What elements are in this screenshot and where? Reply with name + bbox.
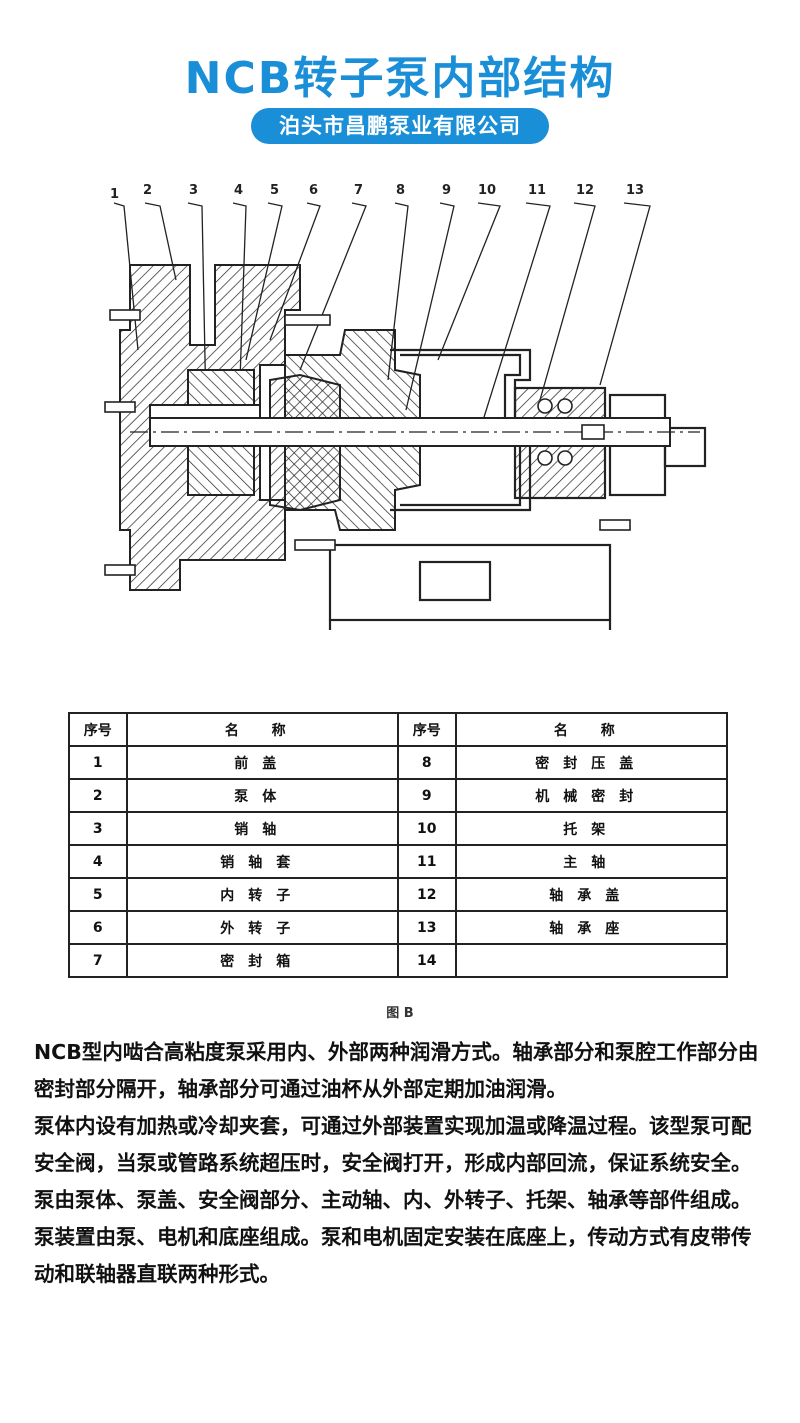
callout-8: 8: [396, 183, 405, 198]
page-title: NCB转子泵内部结构: [184, 53, 616, 104]
header-cell: 序号: [68, 712, 128, 747]
table-cell: 销轴: [125, 811, 399, 846]
table-cell: 10: [396, 811, 457, 846]
callout-5: 5: [270, 183, 279, 198]
table-row: 6 外转子 13 轴承座: [68, 910, 729, 945]
table-cell: 11: [396, 844, 457, 879]
table-cell: 4: [68, 844, 128, 879]
table-cell: 机械密封: [454, 778, 729, 813]
table-row: 3 销轴 10 托架: [68, 811, 729, 846]
table-cell: 13: [396, 910, 457, 945]
table-cell: 3: [68, 811, 128, 846]
description-paragraph: 泵由泵体、泵盖、安全阀部分、主动轴、内、外转子、托架、轴承等部件组成。泵装置由泵…: [34, 1188, 752, 1286]
company-badge: 泊头市昌鹏泵业有限公司: [251, 108, 549, 144]
description-paragraph: 泵体内设有加热或冷却夹套，可通过外部装置实现加温或降温过程。该型泵可配安全阀，当…: [34, 1114, 752, 1175]
table-cell: 2: [68, 778, 128, 813]
table-cell: 5: [68, 877, 128, 912]
callout-7: 7: [354, 183, 363, 198]
table-row: 2 泵体 9 机械密封: [68, 778, 729, 813]
table-row: 5 内转子 12 轴承盖: [68, 877, 729, 912]
table-cell: 外转子: [125, 910, 399, 945]
table-cell: 轴承盖: [454, 877, 729, 912]
callout-12: 12: [576, 183, 594, 198]
table-cell: 9: [396, 778, 457, 813]
table-cell: 泵体: [125, 778, 399, 813]
description-paragraph: NCB型内啮合高粘度泵采用内、外部两种润滑方式。轴承部分和泵腔工作部分由密封部分…: [34, 1040, 759, 1101]
callout-10: 10: [478, 183, 496, 198]
callout-13: 13: [626, 183, 644, 198]
table-row: 4 销轴套 11 主轴: [68, 844, 729, 879]
callout-2: 2: [143, 183, 152, 198]
callout-11: 11: [528, 183, 546, 198]
table-cell: [454, 943, 729, 978]
parts-table: 序号 名 称 序号 名 称 1 前盖 8 密封压盖 2 泵体 9 机械密封 3 …: [68, 712, 729, 978]
table-cell: 密封压盖: [454, 745, 729, 780]
table-header-row: 序号 名 称 序号 名 称: [68, 712, 729, 747]
table-row: 1 前盖 8 密封压盖: [68, 745, 729, 780]
table-cell: 8: [396, 745, 457, 780]
pump-cross-section-drawing: 1 2 3 4 5 6 7 8 9 10 11 12 13: [104, 183, 707, 630]
header-cell: 序号: [396, 712, 457, 747]
table-cell: 销轴套: [125, 844, 399, 879]
table-cell: 主轴: [454, 844, 729, 879]
callout-9: 9: [442, 183, 451, 198]
table-cell: 轴承座: [454, 910, 729, 945]
table-cell: 内转子: [125, 877, 399, 912]
header-cell: 名 称: [454, 712, 729, 747]
figure-caption: 图 B: [386, 1006, 414, 1021]
callout-4: 4: [234, 183, 243, 198]
callout-3: 3: [189, 183, 198, 198]
table-cell: 6: [68, 910, 128, 945]
description-text: NCB型内啮合高粘度泵采用内、外部两种润滑方式。轴承部分和泵腔工作部分由密封部分…: [34, 1034, 764, 1293]
table-cell: 14: [396, 943, 457, 978]
table-cell: 托架: [454, 811, 729, 846]
callout-1: 1: [110, 187, 119, 202]
header-cell: 名 称: [125, 712, 399, 747]
table-row: 7 密封箱 14: [68, 943, 729, 978]
table-cell: 密封箱: [125, 943, 399, 978]
table-cell: 1: [68, 745, 128, 780]
table-cell: 前盖: [125, 745, 399, 780]
table-cell: 12: [396, 877, 457, 912]
table-cell: 7: [68, 943, 128, 978]
callout-6: 6: [309, 183, 318, 198]
